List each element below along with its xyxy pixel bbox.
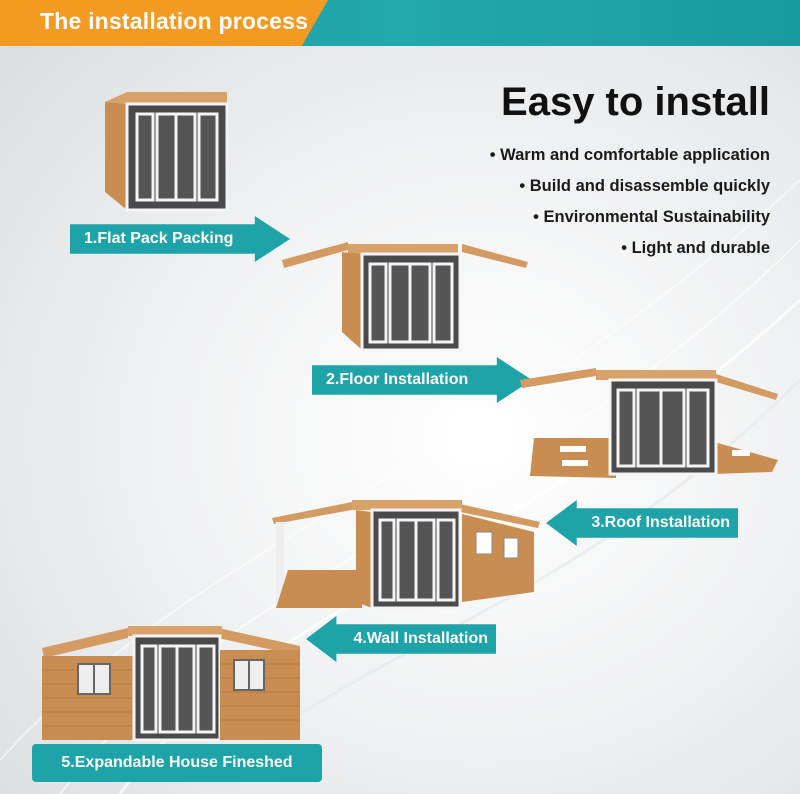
feature-item: • Build and disassemble quickly (519, 177, 770, 195)
feature-item: • Environmental Sustainability (533, 208, 770, 226)
hero-title: Easy to install (501, 80, 770, 124)
house-roof-install-image (520, 368, 778, 478)
page-title: The installation process (40, 8, 309, 34)
step-5-label: 5.Expandable House Fineshed (32, 744, 322, 782)
feature-item: • Light and durable (621, 239, 770, 257)
house-floor-install-image (282, 242, 528, 352)
header-tab (0, 0, 328, 46)
feature-item: • Warm and comfortable application (489, 146, 770, 164)
feature-list: • Warm and comfortable application • Bui… (490, 146, 770, 270)
house-flat-pack-image (105, 92, 229, 212)
house-wall-install-image (272, 500, 540, 610)
house-finished-image (42, 626, 300, 742)
